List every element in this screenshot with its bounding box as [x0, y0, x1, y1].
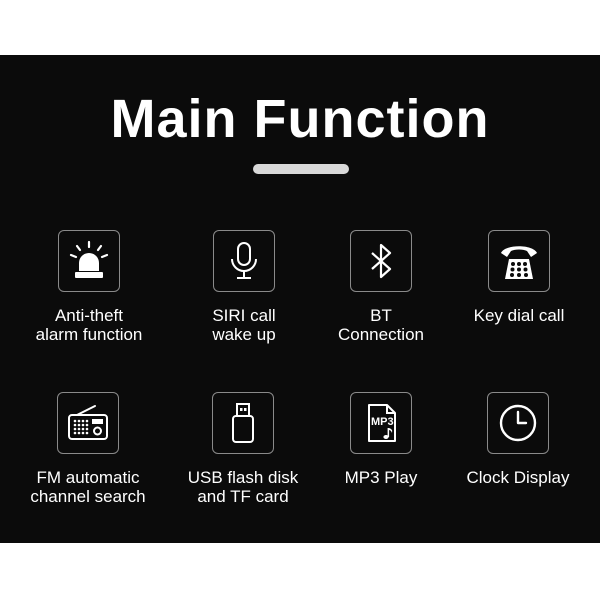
- bluetooth-icon: [350, 230, 412, 292]
- feature-label: BT Connection: [337, 306, 424, 344]
- feature-panel: [0, 55, 600, 543]
- feature-label: USB flash disk and TF card: [187, 468, 299, 506]
- clock-icon: [487, 392, 549, 454]
- radio-icon: [57, 392, 119, 454]
- mp3-icon-text: MP3: [371, 416, 394, 428]
- feature-anti-theft-alarm: Anti-theft alarm function: [14, 230, 164, 344]
- telephone-icon: [488, 230, 550, 292]
- mp3-file-icon: MP3: [350, 392, 412, 454]
- feature-usb-tf: USB flash disk and TF card: [168, 392, 318, 506]
- feature-mp3-play: MP3 MP3 Play: [306, 392, 456, 487]
- feature-fm-search: FM automatic channel search: [13, 392, 163, 506]
- feature-label: Anti-theft alarm function: [35, 306, 143, 344]
- siren-icon: [58, 230, 120, 292]
- feature-label: SIRI call wake up: [212, 306, 276, 344]
- page-title: Main Function: [110, 89, 490, 149]
- feature-bt-connection: BT Connection: [306, 230, 456, 344]
- title-underline: [253, 164, 349, 174]
- feature-label: Clock Display: [466, 468, 570, 487]
- feature-siri-call: SIRI call wake up: [169, 230, 319, 344]
- feature-clock-display: Clock Display: [443, 392, 593, 487]
- microphone-icon: [213, 230, 275, 292]
- feature-label: FM automatic channel search: [30, 468, 146, 506]
- feature-label: MP3 Play: [344, 468, 418, 487]
- feature-label: Key dial call: [473, 306, 565, 325]
- usb-drive-icon: [212, 392, 274, 454]
- feature-key-dial-call: Key dial call: [444, 230, 594, 325]
